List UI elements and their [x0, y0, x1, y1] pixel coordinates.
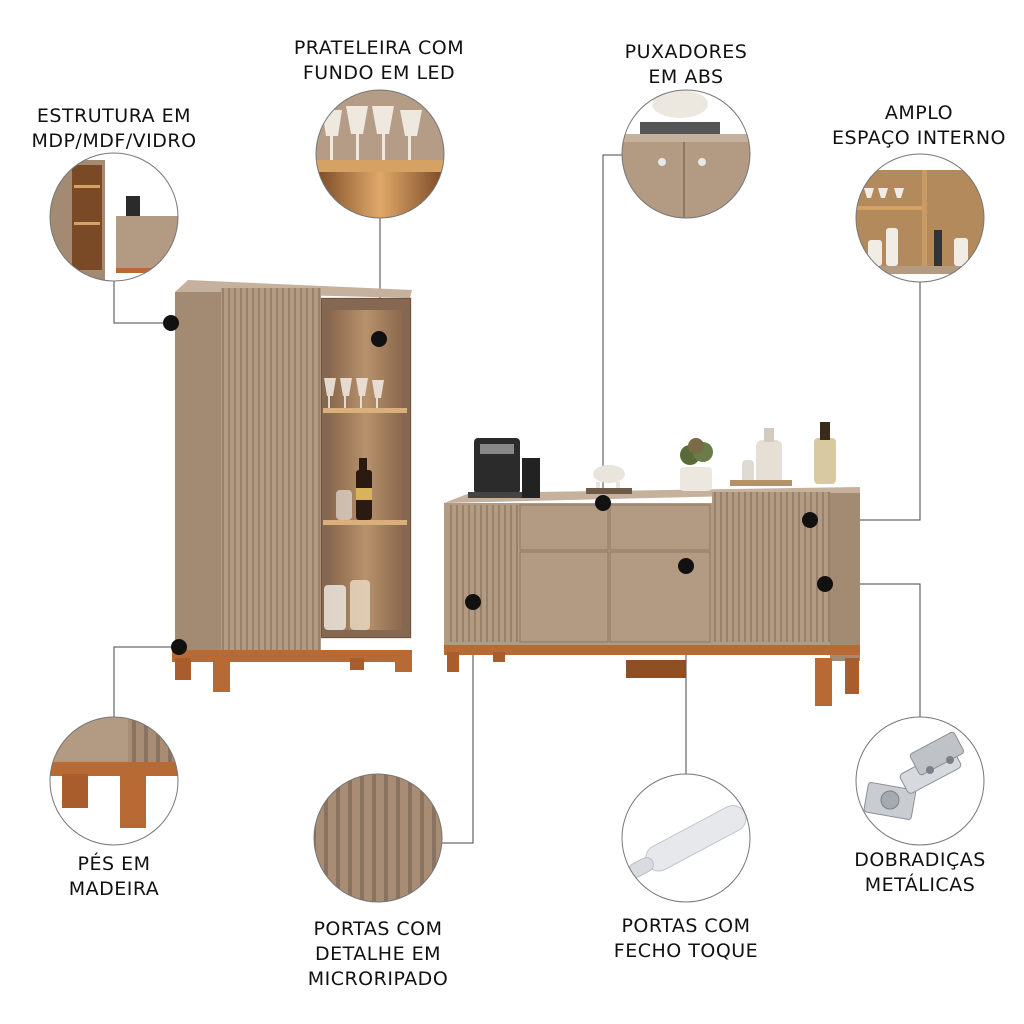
- dot-microripado: [465, 594, 481, 610]
- buffet-foot-2: [493, 652, 505, 662]
- connector-microripado: [442, 602, 474, 844]
- cabinet-glasses: [324, 378, 384, 408]
- dot-estrutura: [163, 315, 179, 331]
- detail-espaco: [855, 153, 985, 283]
- detail-pes: [49, 716, 179, 846]
- buffet-center-foot: [626, 660, 686, 678]
- cabinet-ribbed-door: [221, 288, 321, 650]
- cabinet-foot-4: [395, 658, 412, 672]
- cabinet-side: [175, 292, 221, 650]
- buffet-door-2: [609, 551, 711, 643]
- cabinet-shelf-2: [323, 520, 407, 525]
- coffee-machine: [468, 438, 540, 498]
- detail-prateleira: [315, 89, 445, 219]
- label-puxadores: PUXADORES EM ABS: [624, 41, 748, 88]
- dot-dobradicas: [817, 576, 833, 592]
- label-espaco: AMPLO ESPAÇO INTERNO: [831, 102, 1007, 149]
- dot-fecho: [678, 558, 694, 574]
- buffet-foot-4: [845, 658, 859, 694]
- buffet-top: [444, 487, 860, 503]
- label-prateleira: PRATELEIRA COM FUNDO EM LED: [293, 37, 465, 84]
- connector-puxadores: [602, 154, 622, 503]
- buffet-foot-3: [815, 658, 832, 706]
- feature-dots: [163, 315, 833, 655]
- label-microripado: PORTAS COM DETALHE EM MICRORIPADO: [307, 918, 449, 990]
- cabinet-shelf-1: [323, 408, 407, 413]
- dot-espaco: [802, 512, 818, 528]
- connector-estrutura: [113, 281, 171, 324]
- buffet-side: [830, 493, 860, 661]
- cabinet-bottles: [324, 458, 372, 630]
- dot-prateleira: [371, 331, 387, 347]
- label-estrutura: ESTRUTURA EM MDP/MDF/VIDRO: [31, 105, 197, 152]
- cabinet-foot-2: [213, 660, 230, 692]
- dot-puxadores: [595, 495, 611, 511]
- decor-plant: [680, 438, 713, 491]
- cabinet-foot-3: [350, 658, 364, 670]
- cabinet-foot-1: [175, 658, 191, 680]
- connector-pes: [113, 646, 179, 717]
- buffet-drawer-1: [519, 504, 609, 551]
- label-pes: PÉS EM MADEIRA: [68, 853, 160, 900]
- label-fecho: PORTAS COM FECHO TOQUE: [613, 915, 759, 962]
- buffet-sideboard: [444, 422, 860, 706]
- detail-fecho: [621, 773, 751, 903]
- buffet-door-1: [519, 551, 609, 643]
- buffet-foot-1: [447, 652, 459, 672]
- cabinet-base: [172, 650, 412, 662]
- buffet-base: [444, 645, 860, 655]
- label-dobradicas: DOBRADIÇAS METÁLICAS: [854, 849, 986, 896]
- detail-estrutura: [49, 152, 179, 282]
- decor-decanters: [730, 422, 836, 486]
- buffet-ribbed-left: [446, 505, 518, 642]
- buffet-drawer-2: [609, 504, 711, 551]
- dot-pes: [171, 639, 187, 655]
- decor-sculpture: [586, 465, 632, 494]
- connector-espaco: [810, 282, 921, 521]
- cristaleira-cabinet: [172, 280, 412, 692]
- detail-puxadores: [621, 89, 751, 219]
- detail-dobradicas: [855, 716, 985, 846]
- detail-microripado: [313, 773, 443, 903]
